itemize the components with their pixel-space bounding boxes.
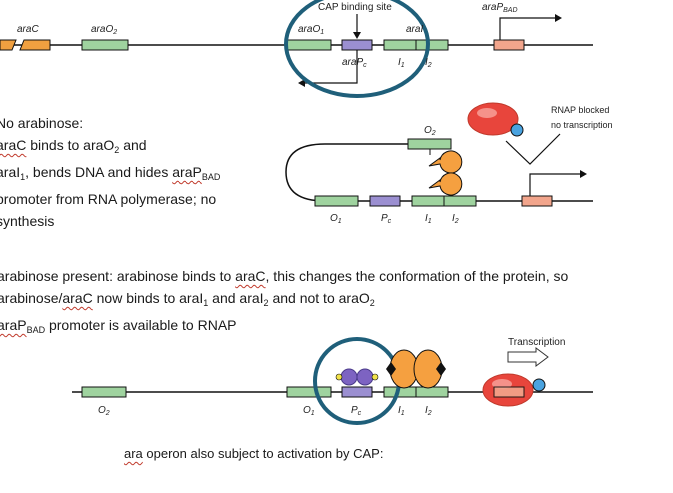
sigma-factor-blocked — [510, 123, 524, 137]
no-transcription-label: no transcription — [551, 120, 613, 130]
no-arabinose-line-4: promoter from RNA polymerase; no — [0, 191, 217, 207]
rnap-blocked — [467, 102, 519, 136]
arabinose-line-3: araPBAD promoter is available to RNAP — [0, 317, 237, 335]
arac-protein-upper — [428, 150, 463, 174]
O1-label-loop: O1 — [330, 213, 342, 225]
no-arabinose-line-2: araC binds to araO2 and — [0, 137, 147, 155]
I2-label-loop: I2 — [452, 213, 459, 225]
bottom-strand: Transcription O2 O1 Pc I1 I2 — [72, 337, 593, 425]
I2-label-bottom: I2 — [425, 405, 432, 417]
top-strand: araC araO2 CAP binding site araO1 araI a… — [0, 0, 593, 98]
sigma-factor-bound — [532, 378, 546, 392]
araPc-box — [341, 39, 373, 51]
araI-label: araI — [406, 24, 423, 35]
Pc-box-bottom — [341, 386, 373, 398]
I1-label-top: I1 — [398, 57, 405, 69]
transcription-label: Transcription — [508, 337, 565, 348]
no-arabinose-line-3: araI1, bends DNA and hides araPBAD — [0, 164, 221, 182]
rnap-blocked-label: RNAP blocked — [551, 105, 609, 115]
cap-protein-left — [340, 368, 358, 386]
araO2-box — [81, 39, 129, 51]
cap-activation-caption: ara operon also subject to activation by… — [124, 446, 384, 461]
cap-site-circle — [284, 0, 430, 98]
araO1-label: araO1 — [298, 24, 324, 36]
araC-label: araC — [17, 24, 39, 35]
Pc-label-bottom: Pc — [351, 405, 362, 417]
cap-binding-site-label: CAP binding site — [318, 2, 392, 13]
araO2-label: araO2 — [91, 24, 117, 36]
I2-label-top: I2 — [425, 57, 432, 69]
araC-gene-left — [0, 39, 17, 51]
O2-box-bottom — [81, 386, 127, 398]
O2-label-bottom: O2 — [98, 405, 110, 417]
Pbad-box-loop — [521, 195, 553, 207]
transcription-arrow — [507, 347, 549, 367]
Pc-box-loop — [369, 195, 401, 207]
araC-gene-right — [19, 39, 51, 51]
araPc-label: araPc — [342, 57, 367, 69]
O2-label-loop: O2 — [424, 125, 436, 137]
no-arabinose-notes: No arabinose: araC binds to araO2 and ar… — [0, 112, 220, 232]
cap-protein-right — [356, 368, 374, 386]
arabinose-line-1: arabinose present: arabinose binds to ar… — [0, 268, 569, 284]
araPbad-label: araPBAD — [482, 2, 518, 14]
I1-label-loop: I1 — [425, 213, 432, 225]
O1-box-loop — [314, 195, 359, 207]
I1-label-bottom: I1 — [398, 405, 405, 417]
O1-box-bottom — [286, 386, 332, 398]
araPbad-box — [493, 39, 525, 51]
Pc-label-loop: Pc — [381, 213, 392, 225]
middle-loop-strand: RNAP blocked no transcription O2 O1 Pc I… — [285, 102, 613, 225]
arac-protein-lower — [428, 172, 463, 196]
O2-box-loop — [407, 138, 452, 150]
araO1-box — [286, 39, 332, 51]
arabinose-present-notes: arabinose present: arabinose binds to ar… — [0, 265, 568, 341]
no-arabinose-line-1: No arabinose: — [0, 115, 84, 131]
O1-label-bottom: O1 — [303, 405, 315, 417]
no-arabinose-line-5: synthesis — [0, 213, 55, 229]
arabinose-line-2: arabinose/araC now binds to araI1 and ar… — [0, 290, 375, 308]
